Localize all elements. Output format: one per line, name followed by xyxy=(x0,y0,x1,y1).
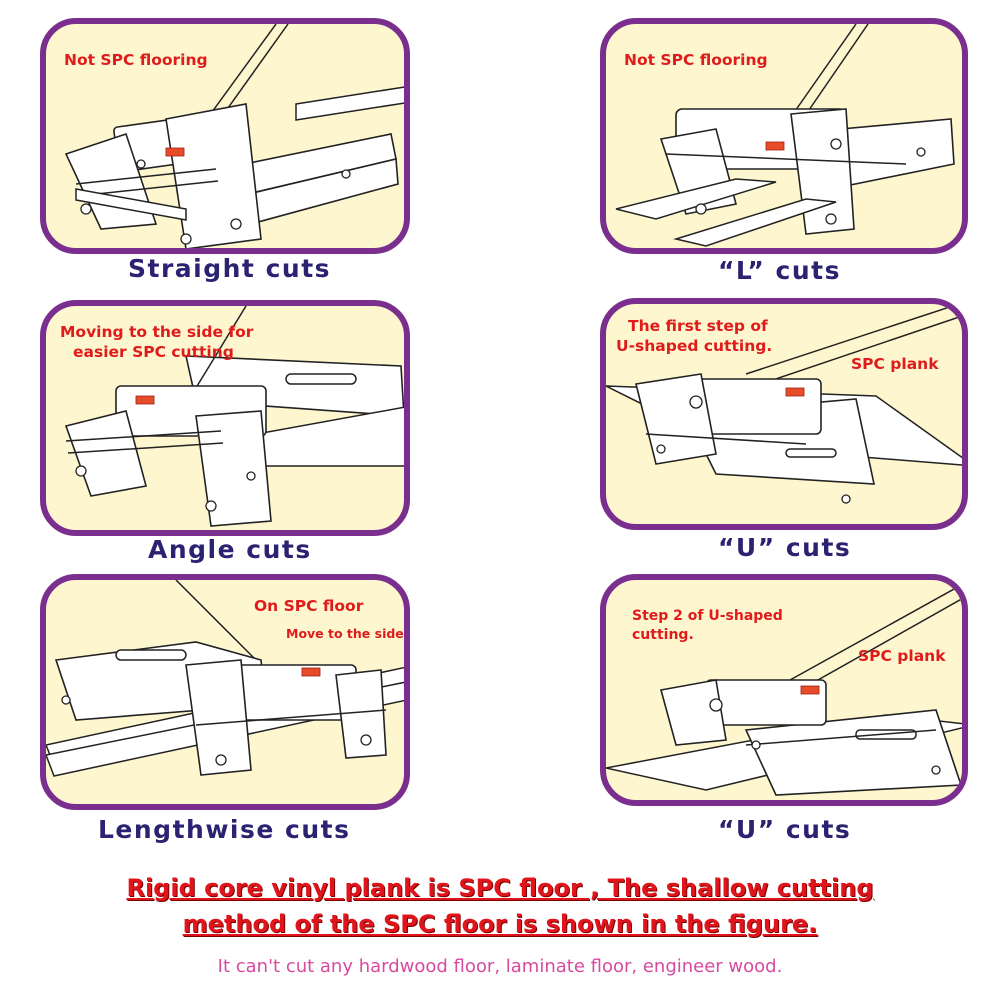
panel-note: Step 2 of U-shaped xyxy=(632,608,783,624)
l-cut-illustration xyxy=(615,24,955,247)
panel-note: easier SPC cutting xyxy=(73,343,234,361)
panel-note: The first step of xyxy=(628,317,768,335)
panel-caption: “U” cuts xyxy=(718,533,852,562)
panel-caption: “U” cuts xyxy=(718,815,852,844)
panel-note: Not SPC flooring xyxy=(624,51,768,69)
u-cut-step-1-illustration xyxy=(606,304,962,504)
straight-cut-illustration xyxy=(64,24,404,248)
footer-headline-line-2: method of the SPC floor is shown in the … xyxy=(182,910,818,938)
panel-u-cuts-step-1: The first step of U-shaped cutting. SPC … xyxy=(600,298,968,530)
spc-plank-label: SPC plank xyxy=(858,647,946,665)
panel-lengthwise-cuts: On SPC floor Move to the side. xyxy=(40,574,410,810)
spc-plank-label: SPC plank xyxy=(851,355,939,373)
panel-l-cuts: Not SPC flooring xyxy=(600,18,968,254)
panel-caption: Angle cuts xyxy=(148,535,312,564)
panel-note: On SPC floor xyxy=(254,597,364,615)
footer-note: It can't cut any hardwood floor, laminat… xyxy=(217,956,783,977)
footer-headline-line-1: Rigid core vinyl plank is SPC floor , Th… xyxy=(126,874,874,902)
angle-cut-illustration xyxy=(64,306,404,527)
panel-caption: Lengthwise cuts xyxy=(98,815,351,844)
panel-angle-cuts: Moving to the side for easier SPC cuttin… xyxy=(40,300,410,536)
panel-caption: “L” cuts xyxy=(718,256,841,285)
panel-note: Moving to the side for xyxy=(60,323,254,341)
u-cut-step-2-illustration xyxy=(606,583,962,796)
panel-note: Move to the side. xyxy=(286,626,409,641)
panel-u-cuts-step-2: Step 2 of U-shaped cutting. SPC plank xyxy=(600,574,968,806)
panel-caption: Straight cuts xyxy=(128,254,332,283)
panel-note: U-shaped cutting. xyxy=(616,337,773,355)
lengthwise-cut-illustration xyxy=(46,580,404,777)
panel-note: Not SPC flooring xyxy=(64,51,208,69)
panel-straight-cuts: Not SPC flooring xyxy=(40,18,410,254)
panel-note: cutting. xyxy=(632,627,694,643)
